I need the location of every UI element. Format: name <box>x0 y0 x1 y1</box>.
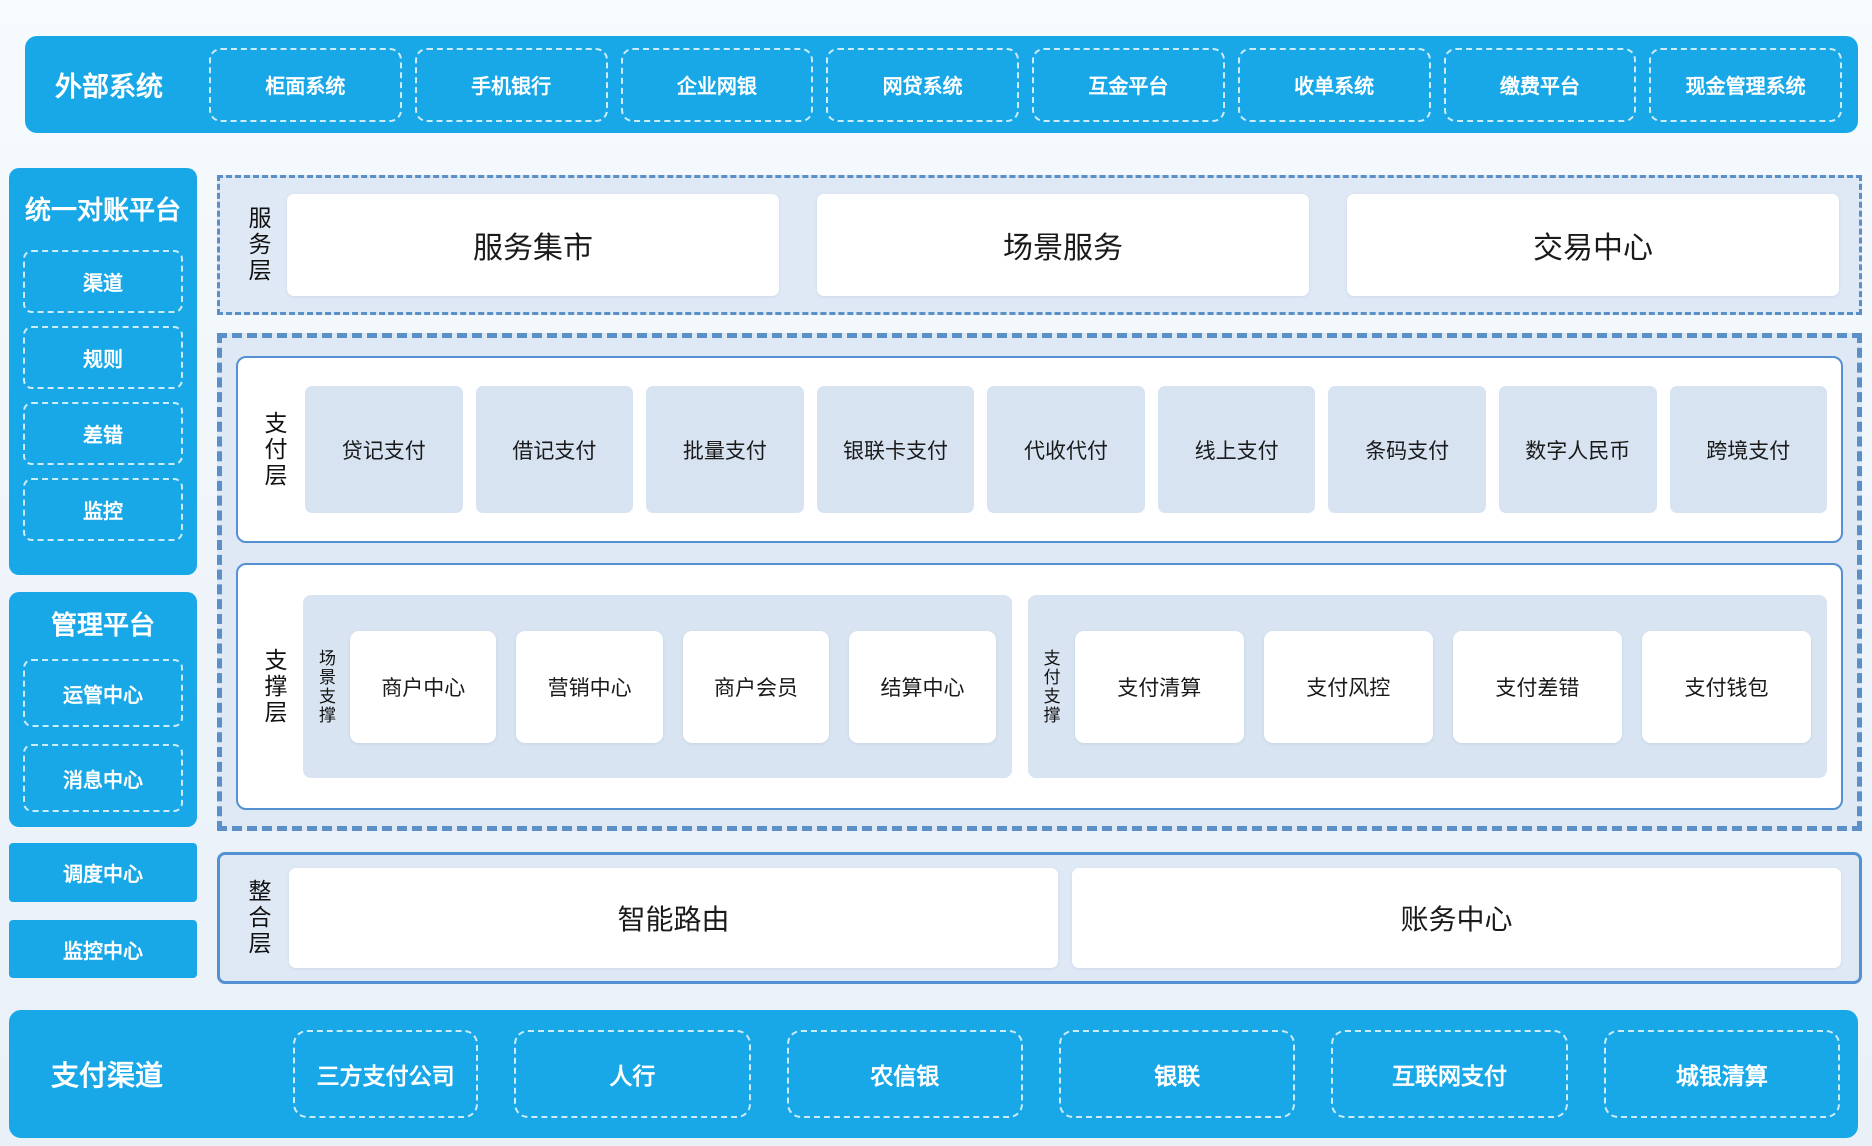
payment-channels-bar: 支付渠道 三方支付公司 人行 农信银 银联 互联网支付 城银清算 <box>9 1010 1858 1138</box>
service-box: 场景服务 <box>817 194 1309 296</box>
payment-support-label: 支付支撑 <box>1040 648 1060 725</box>
support-item: 营销中心 <box>516 630 663 743</box>
payment-item: 条码支付 <box>1328 386 1486 513</box>
integration-layer-container: 整合层 智能路由 账务中心 <box>217 852 1862 984</box>
management-item: 消息中心 <box>23 744 183 812</box>
support-item: 支付钱包 <box>1641 630 1812 743</box>
reconciliation-item: 渠道 <box>23 250 183 313</box>
reconciliation-platform-panel: 统一对账平台 渠道 规则 差错 监控 <box>9 168 197 575</box>
external-systems-title: 外部系统 <box>55 72 163 102</box>
payment-channel-box: 城银清算 <box>1603 1030 1841 1118</box>
external-system-box: 缴费平台 <box>1443 47 1637 122</box>
reconciliation-item: 规则 <box>23 326 183 389</box>
payment-channel-box: 互联网支付 <box>1331 1030 1568 1118</box>
payment-item: 跨境支付 <box>1669 386 1828 513</box>
scene-support-items: 商户中心 营销中心 商户会员 结算中心 <box>350 630 996 743</box>
external-system-box: 现金管理系统 <box>1649 47 1842 122</box>
payment-layer-label: 支付层 <box>261 410 287 489</box>
payment-channels-items: 三方支付公司 人行 农信银 银联 互联网支付 城银清算 <box>293 1030 1841 1118</box>
reconciliation-item: 差错 <box>23 402 183 465</box>
support-layer-box: 支撑层 场景支撑 商户中心 营销中心 商户会员 结算中心 支付支撑 支付清算 支… <box>236 563 1843 810</box>
payment-item: 线上支付 <box>1157 386 1316 513</box>
external-system-box: 网贷系统 <box>826 47 1019 122</box>
payment-channel-box: 三方支付公司 <box>293 1030 479 1118</box>
support-item: 支付风控 <box>1263 630 1433 743</box>
payment-channel-box: 银联 <box>1058 1030 1296 1118</box>
support-item: 支付清算 <box>1074 630 1244 743</box>
payment-item: 数字人民币 <box>1498 386 1657 513</box>
monitor-center-box: 监控中心 <box>9 920 197 978</box>
payment-channels-title: 支付渠道 <box>51 1060 164 1091</box>
payment-layer-items: 贷记支付 借记支付 批量支付 银联卡支付 代收代付 线上支付 条码支付 数字人民… <box>305 386 1828 513</box>
integration-box: 账务中心 <box>1072 868 1841 968</box>
payment-item: 贷记支付 <box>305 386 463 513</box>
support-item: 支付差错 <box>1452 630 1622 743</box>
support-layer-groups: 场景支撑 商户中心 营销中心 商户会员 结算中心 支付支撑 支付清算 支付风控 … <box>303 595 1827 778</box>
dispatch-center-box: 调度中心 <box>9 843 197 902</box>
reconciliation-item: 监控 <box>23 478 183 541</box>
external-system-box: 互金平台 <box>1032 47 1225 122</box>
service-layer-label: 服务层 <box>245 206 271 284</box>
service-box: 服务集市 <box>287 194 779 296</box>
integration-layer-label: 整合层 <box>245 879 271 957</box>
service-layer-container: 服务层 服务集市 场景服务 交易中心 <box>217 175 1862 315</box>
management-platform-title: 管理平台 <box>50 610 155 640</box>
support-item: 结算中心 <box>849 630 996 743</box>
external-system-box: 手机银行 <box>414 47 608 122</box>
external-system-box: 柜面系统 <box>209 47 402 122</box>
reconciliation-platform-title: 统一对账平台 <box>24 195 181 225</box>
payment-channel-box: 人行 <box>514 1030 751 1118</box>
support-layer-label: 支撑层 <box>261 647 287 726</box>
payment-support-items: 支付清算 支付风控 支付差错 支付钱包 <box>1074 630 1812 743</box>
scene-support-label: 场景支撑 <box>316 648 335 725</box>
external-system-box: 收单系统 <box>1237 47 1431 122</box>
service-layer-items: 服务集市 场景服务 交易中心 <box>287 194 1839 296</box>
payment-support-group: 支付支撑 支付清算 支付风控 支付差错 支付钱包 <box>1027 595 1827 778</box>
scene-support-group: 场景支撑 商户中心 营销中心 商户会员 结算中心 <box>303 595 1012 778</box>
support-item: 商户会员 <box>682 630 830 743</box>
payment-item: 批量支付 <box>646 386 804 513</box>
payment-support-container: 支付层 贷记支付 借记支付 批量支付 银联卡支付 代收代付 线上支付 条码支付 … <box>217 333 1862 831</box>
integration-layer-items: 智能路由 账务中心 <box>289 868 1841 968</box>
integration-box: 智能路由 <box>289 868 1058 968</box>
payment-channel-box: 农信银 <box>786 1030 1023 1118</box>
external-system-box: 企业网银 <box>620 47 814 122</box>
service-box: 交易中心 <box>1347 194 1839 296</box>
external-systems-bar: 外部系统 柜面系统 手机银行 企业网银 网贷系统 互金平台 收单系统 缴费平台 … <box>25 36 1858 133</box>
payment-item: 银联卡支付 <box>816 386 975 513</box>
support-item: 商户中心 <box>350 630 497 743</box>
payment-item: 借记支付 <box>475 386 634 513</box>
payment-item: 代收代付 <box>987 386 1145 513</box>
management-platform-panel: 管理平台 运管中心 消息中心 <box>9 592 197 827</box>
management-item: 运管中心 <box>23 659 183 727</box>
payment-layer-box: 支付层 贷记支付 借记支付 批量支付 银联卡支付 代收代付 线上支付 条码支付 … <box>236 356 1843 543</box>
external-systems-items: 柜面系统 手机银行 企业网银 网贷系统 互金平台 收单系统 缴费平台 现金管理系… <box>209 47 1842 122</box>
